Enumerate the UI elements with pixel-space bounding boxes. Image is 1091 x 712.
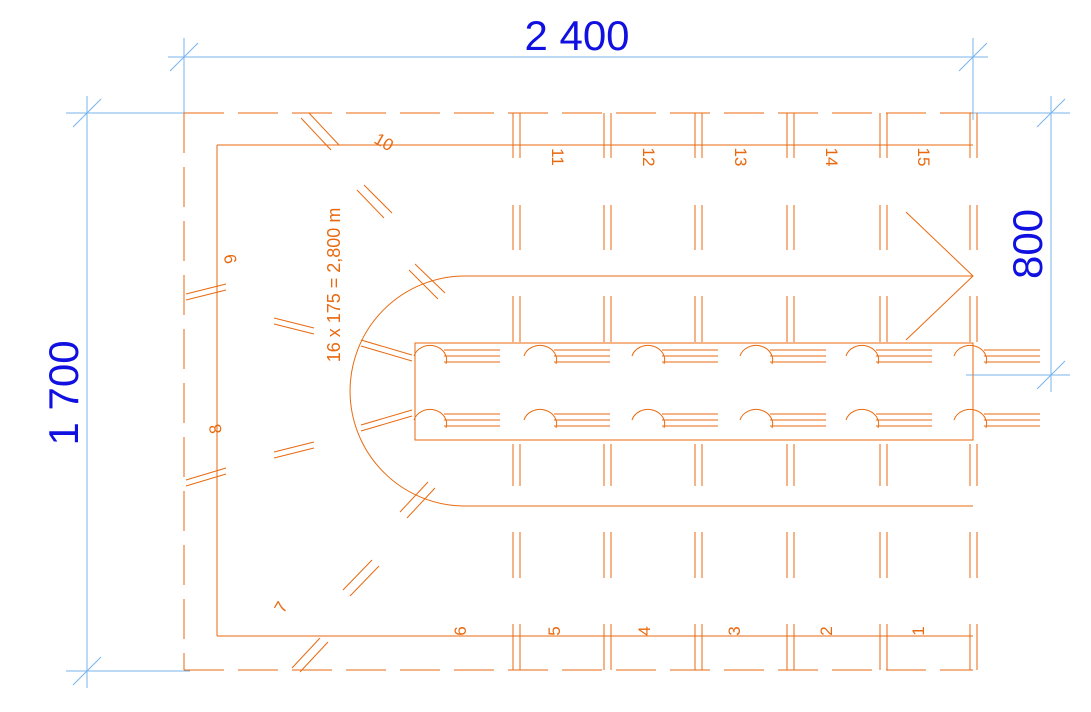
- step-number: 12: [639, 148, 658, 167]
- landing-tick-top: [1036, 98, 1066, 128]
- winder-mark: [406, 487, 436, 519]
- winder-mark: [342, 559, 373, 591]
- landing-dimension-label: 800: [1004, 209, 1051, 279]
- winder-mark: [360, 339, 413, 356]
- step-number: 11: [548, 148, 567, 166]
- stair-well: [414, 342, 974, 441]
- baluster: [845, 344, 880, 365]
- winder-marks: [185, 112, 446, 673]
- winder-mark: [408, 269, 439, 300]
- winder-mark: [360, 415, 413, 432]
- step-number: 14: [822, 148, 841, 167]
- landing-tick-bottom: [1036, 360, 1066, 390]
- tread-lines: [512, 113, 978, 670]
- baluster: [845, 408, 880, 429]
- winder-mark: [299, 641, 329, 673]
- dimension-lines: [66, 38, 1070, 688]
- height-dimension-label: 1 700: [40, 340, 87, 445]
- width-tick-right: [958, 42, 988, 72]
- baluster: [631, 344, 666, 365]
- winder-mark: [300, 117, 332, 151]
- walking-line: [349, 275, 973, 507]
- step-number: 6: [451, 626, 470, 635]
- winder-mark: [185, 467, 227, 481]
- winder-mark: [399, 481, 429, 513]
- winder-mark: [185, 473, 227, 487]
- width-tick-left: [169, 42, 199, 72]
- winder-mark: [308, 112, 340, 146]
- baluster: [953, 344, 988, 365]
- winder-mark: [349, 565, 380, 597]
- winder-mark: [291, 637, 321, 669]
- winder-mark: [356, 189, 385, 219]
- step-number: 3: [725, 626, 744, 635]
- step-number: 8: [205, 423, 225, 436]
- winder-mark: [360, 345, 413, 362]
- winder-mark: [360, 409, 413, 426]
- handrail-balusters: [413, 344, 1040, 429]
- step-number: 7: [271, 598, 292, 616]
- step-number: 4: [635, 626, 654, 635]
- baluster: [523, 344, 558, 365]
- step-number: 5: [545, 626, 564, 635]
- riser-formula-note: 16 x 175 = 2,800 m: [324, 208, 344, 363]
- winder-mark: [273, 447, 315, 459]
- walking-line-arrow: [905, 211, 974, 341]
- baluster: [523, 408, 558, 429]
- height-tick-top: [72, 98, 102, 128]
- step-number: 1: [909, 626, 928, 635]
- step-number: 13: [731, 148, 750, 167]
- step-number: 15: [914, 148, 933, 167]
- winder-mark: [185, 283, 227, 295]
- step-number: 2: [817, 626, 836, 635]
- width-dimension-label: 2 400: [524, 12, 629, 59]
- height-tick-bottom: [72, 656, 102, 686]
- baluster: [413, 344, 448, 365]
- winder-mark: [185, 289, 227, 301]
- winder-mark: [273, 441, 315, 453]
- stair-walls: [183, 112, 974, 671]
- winder-mark: [363, 184, 393, 214]
- baluster: [413, 408, 448, 429]
- baluster: [631, 408, 666, 429]
- baluster: [953, 408, 988, 429]
- baluster: [739, 408, 774, 429]
- step-number: 9: [220, 253, 240, 266]
- winder-mark: [273, 323, 315, 335]
- step-number: 10: [371, 129, 397, 155]
- winder-mark: [414, 263, 446, 294]
- winder-mark: [273, 317, 315, 329]
- baluster: [739, 344, 774, 365]
